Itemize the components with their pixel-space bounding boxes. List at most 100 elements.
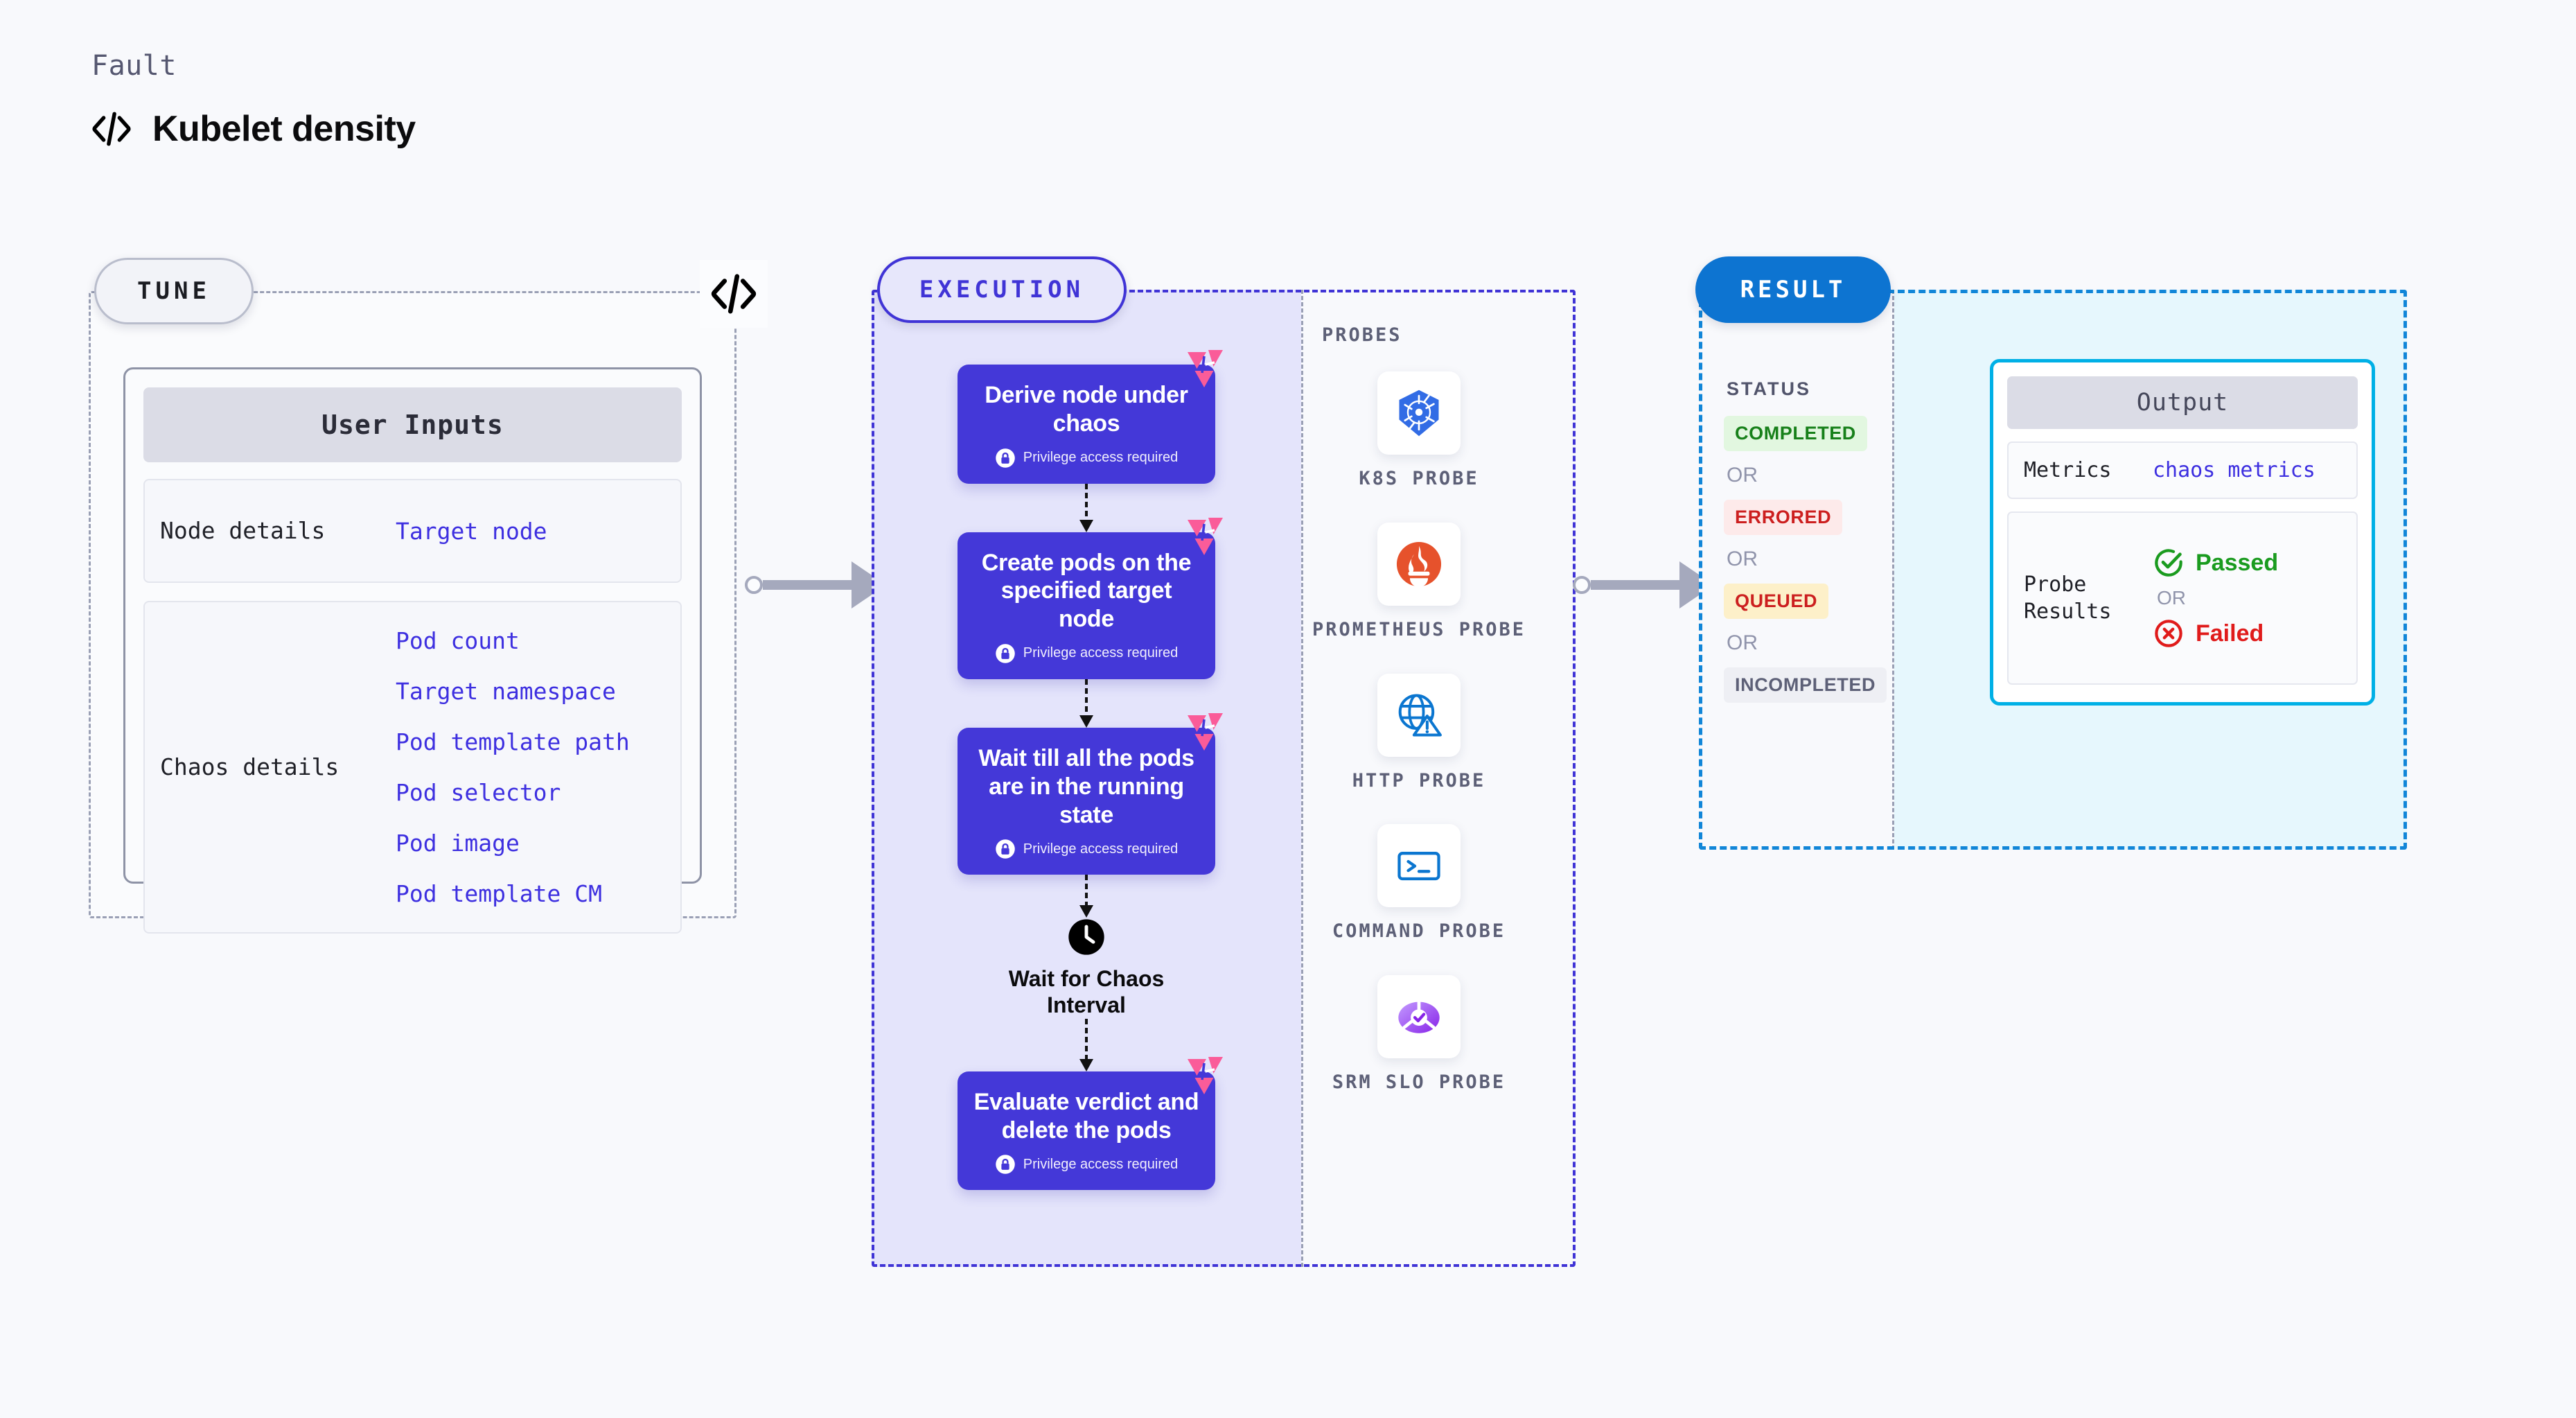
output-card: Output Metrics chaos metrics Probe Resul… — [1990, 359, 2375, 706]
connector-arrowhead — [1079, 519, 1093, 532]
harness-logo-badge — [1188, 517, 1223, 555]
connector-line — [1085, 1018, 1088, 1060]
lock-icon — [996, 1155, 1015, 1175]
flow-node-title: Derive node under chaos — [985, 382, 1188, 437]
output-metrics-value[interactable]: chaos metrics — [2153, 458, 2315, 482]
input-pod-count[interactable]: Pod count — [396, 627, 520, 654]
probe-item-k8s[interactable]: K8S PROBE — [1301, 371, 1537, 491]
probe-item-command[interactable]: COMMAND PROBE — [1301, 824, 1537, 943]
privilege-note-text: Privilege access required — [1023, 1156, 1179, 1172]
probe-verdicts: Passed OR Failed — [2153, 547, 2278, 649]
probe-tile — [1377, 673, 1461, 757]
page-kicker: Fault — [91, 50, 177, 82]
privilege-note: Privilege access required — [973, 643, 1200, 664]
probe-verdict-or: OR — [2157, 587, 2186, 609]
flow-node-title: Wait till all the pods are in the runnin… — [978, 744, 1194, 828]
node-details-row: Node details Target node — [143, 479, 682, 583]
probe-tile — [1377, 975, 1461, 1058]
output-metrics-row: Metrics chaos metrics — [2007, 441, 2358, 499]
status-badge-incompleted: INCOMPLETED — [1724, 667, 1887, 703]
output-probe-results-row: Probe Results Passed OR — [2007, 511, 2358, 685]
input-target-namespace[interactable]: Target namespace — [396, 678, 616, 705]
chaos-details-row: Chaos details Pod count Target namespace… — [143, 601, 682, 934]
status-or-3: OR — [1727, 631, 1758, 654]
code-brackets-icon — [711, 274, 757, 314]
input-pod-template-path[interactable]: Pod template path — [396, 728, 630, 755]
wait-for-chaos-interval-step: Wait for Chaos Interval — [989, 918, 1183, 1019]
probe-verdict-failed: Failed — [2153, 618, 2278, 649]
status-or-1: OR — [1727, 464, 1758, 487]
arrow-start-dot — [1573, 576, 1591, 594]
chaos-details-key: Chaos details — [160, 753, 339, 780]
privilege-note-text: Privilege access required — [1023, 645, 1179, 661]
status-options-list: COMPLETED OR ERRORED OR QUEUED OR INCOMP… — [1724, 416, 1890, 703]
flow-node-derive-node[interactable]: Derive node under chaos Privilege access… — [958, 350, 1223, 484]
input-pod-template-cm[interactable]: Pod template CM — [396, 880, 603, 907]
arrow-bar — [1591, 580, 1679, 590]
clock-icon — [1068, 919, 1104, 956]
harness-logo-badge — [1188, 712, 1223, 751]
flow-connector — [1079, 875, 1093, 918]
input-pod-selector[interactable]: Pod selector — [396, 779, 561, 806]
privilege-note: Privilege access required — [973, 839, 1200, 859]
tune-stage-pill[interactable]: TUNE — [94, 258, 254, 324]
lock-icon — [996, 839, 1015, 859]
flow-connector — [1079, 679, 1093, 728]
execution-stage-pill[interactable]: EXECUTION — [877, 256, 1127, 323]
flow-node-create-pods[interactable]: Create pods on the specified target node… — [958, 517, 1223, 679]
probe-tile — [1377, 824, 1461, 908]
probe-item-prometheus[interactable]: PROMETHEUS PROBE — [1301, 522, 1537, 642]
flow-node-evaluate-verdict[interactable]: Evaluate verdict and delete the pods Pri… — [958, 1056, 1223, 1191]
connector-line — [1085, 875, 1088, 907]
wait-step-label: Wait for Chaos Interval — [1008, 966, 1165, 1018]
prometheus-icon — [1396, 541, 1442, 587]
connector-arrowhead — [1079, 1058, 1093, 1071]
flow-node-title: Create pods on the specified target node — [981, 549, 1192, 633]
node-details-key: Node details — [160, 516, 326, 544]
probe-tile — [1377, 371, 1461, 455]
probe-verdict-passed-label: Passed — [2196, 549, 2279, 576]
harness-logo-badge — [1188, 350, 1223, 387]
harness-logo-badge — [1188, 1056, 1223, 1094]
input-target-node[interactable]: Target node — [396, 517, 547, 545]
probe-name: SRM SLO PROBE — [1332, 1071, 1506, 1093]
status-badge-queued: QUEUED — [1724, 584, 1829, 619]
output-probe-results-key: Probe Results — [2024, 572, 2112, 624]
output-card-title: Output — [2007, 376, 2358, 429]
arrow-start-dot — [745, 576, 763, 594]
connector-arrowhead — [1079, 905, 1093, 918]
check-circle-icon — [2155, 549, 2182, 577]
kubernetes-icon — [1399, 389, 1439, 437]
arrow-bar — [763, 580, 852, 590]
status-badge-errored: ERRORED — [1724, 500, 1843, 535]
status-column-background — [1699, 290, 1894, 850]
connector-line — [1085, 679, 1088, 717]
probe-verdict-passed: Passed — [2153, 547, 2278, 579]
probe-tile — [1377, 522, 1461, 606]
privilege-note-text: Privilege access required — [1023, 450, 1179, 466]
lock-icon — [996, 448, 1015, 468]
user-inputs-title: User Inputs — [143, 387, 682, 462]
result-stage-border — [1699, 290, 2407, 850]
flow-connector — [1079, 483, 1093, 532]
execution-flow-column: Derive node under chaos Privilege access… — [913, 350, 1260, 1191]
terminal-icon — [1397, 852, 1440, 881]
x-circle-icon — [2155, 620, 2182, 647]
privilege-note: Privilege access required — [973, 1154, 1200, 1175]
privilege-note-text: Privilege access required — [1023, 841, 1179, 857]
chaos-details-values: Pod count Target namespace Pod template … — [396, 627, 630, 907]
probe-item-http[interactable]: HTTP PROBE — [1301, 673, 1537, 793]
page-title-row: Kubelet density — [90, 107, 416, 150]
probe-item-srm-slo[interactable]: SRM SLO PROBE — [1301, 975, 1537, 1094]
result-stage: RESULT STATUS COMPLETED OR ERRORED OR QU… — [1695, 256, 2407, 850]
probe-name: K8S PROBE — [1359, 468, 1479, 489]
execution-stage: EXECUTION Derive node under chaos — [872, 256, 1576, 1267]
result-stage-pill[interactable]: RESULT — [1695, 256, 1891, 323]
input-pod-image[interactable]: Pod image — [396, 830, 520, 857]
probe-name: PROMETHEUS PROBE — [1312, 618, 1526, 640]
flow-node-wait-running[interactable]: Wait till all the pods are in the runnin… — [958, 712, 1223, 875]
http-globe-warning-icon — [1398, 693, 1442, 737]
status-section-label: STATUS — [1727, 378, 1811, 399]
execution-stage-border — [872, 290, 1576, 1267]
